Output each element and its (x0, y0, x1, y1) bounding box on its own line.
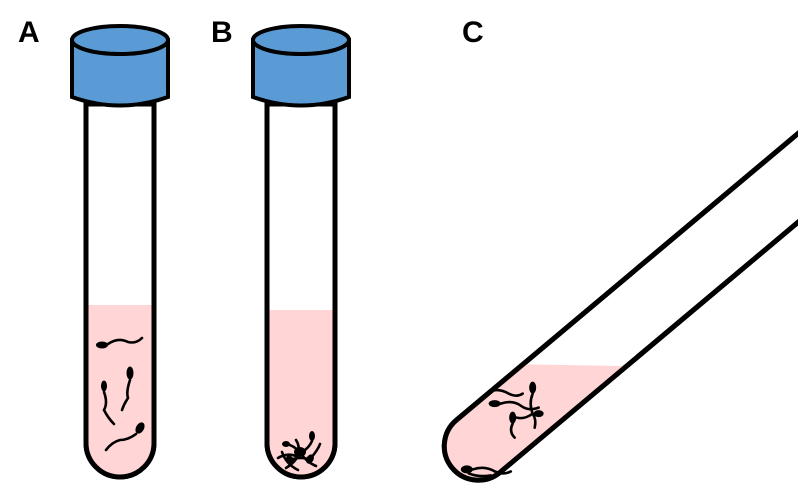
tube-b-cap (251, 24, 351, 108)
panel-label-b: B (211, 16, 233, 49)
tube-b (251, 24, 351, 480)
tube-a (70, 24, 170, 480)
panel-label-a: A (18, 16, 40, 49)
tube-c (430, 95, 798, 495)
tube-c-sperm-cells (460, 381, 544, 478)
tube-a-liquid (86, 305, 154, 477)
tube-b-sperm-cluster (276, 431, 322, 472)
panel-label-c: C (462, 16, 484, 49)
tube-a-cap (70, 24, 170, 108)
tube-a-sperm-cells (96, 336, 145, 452)
